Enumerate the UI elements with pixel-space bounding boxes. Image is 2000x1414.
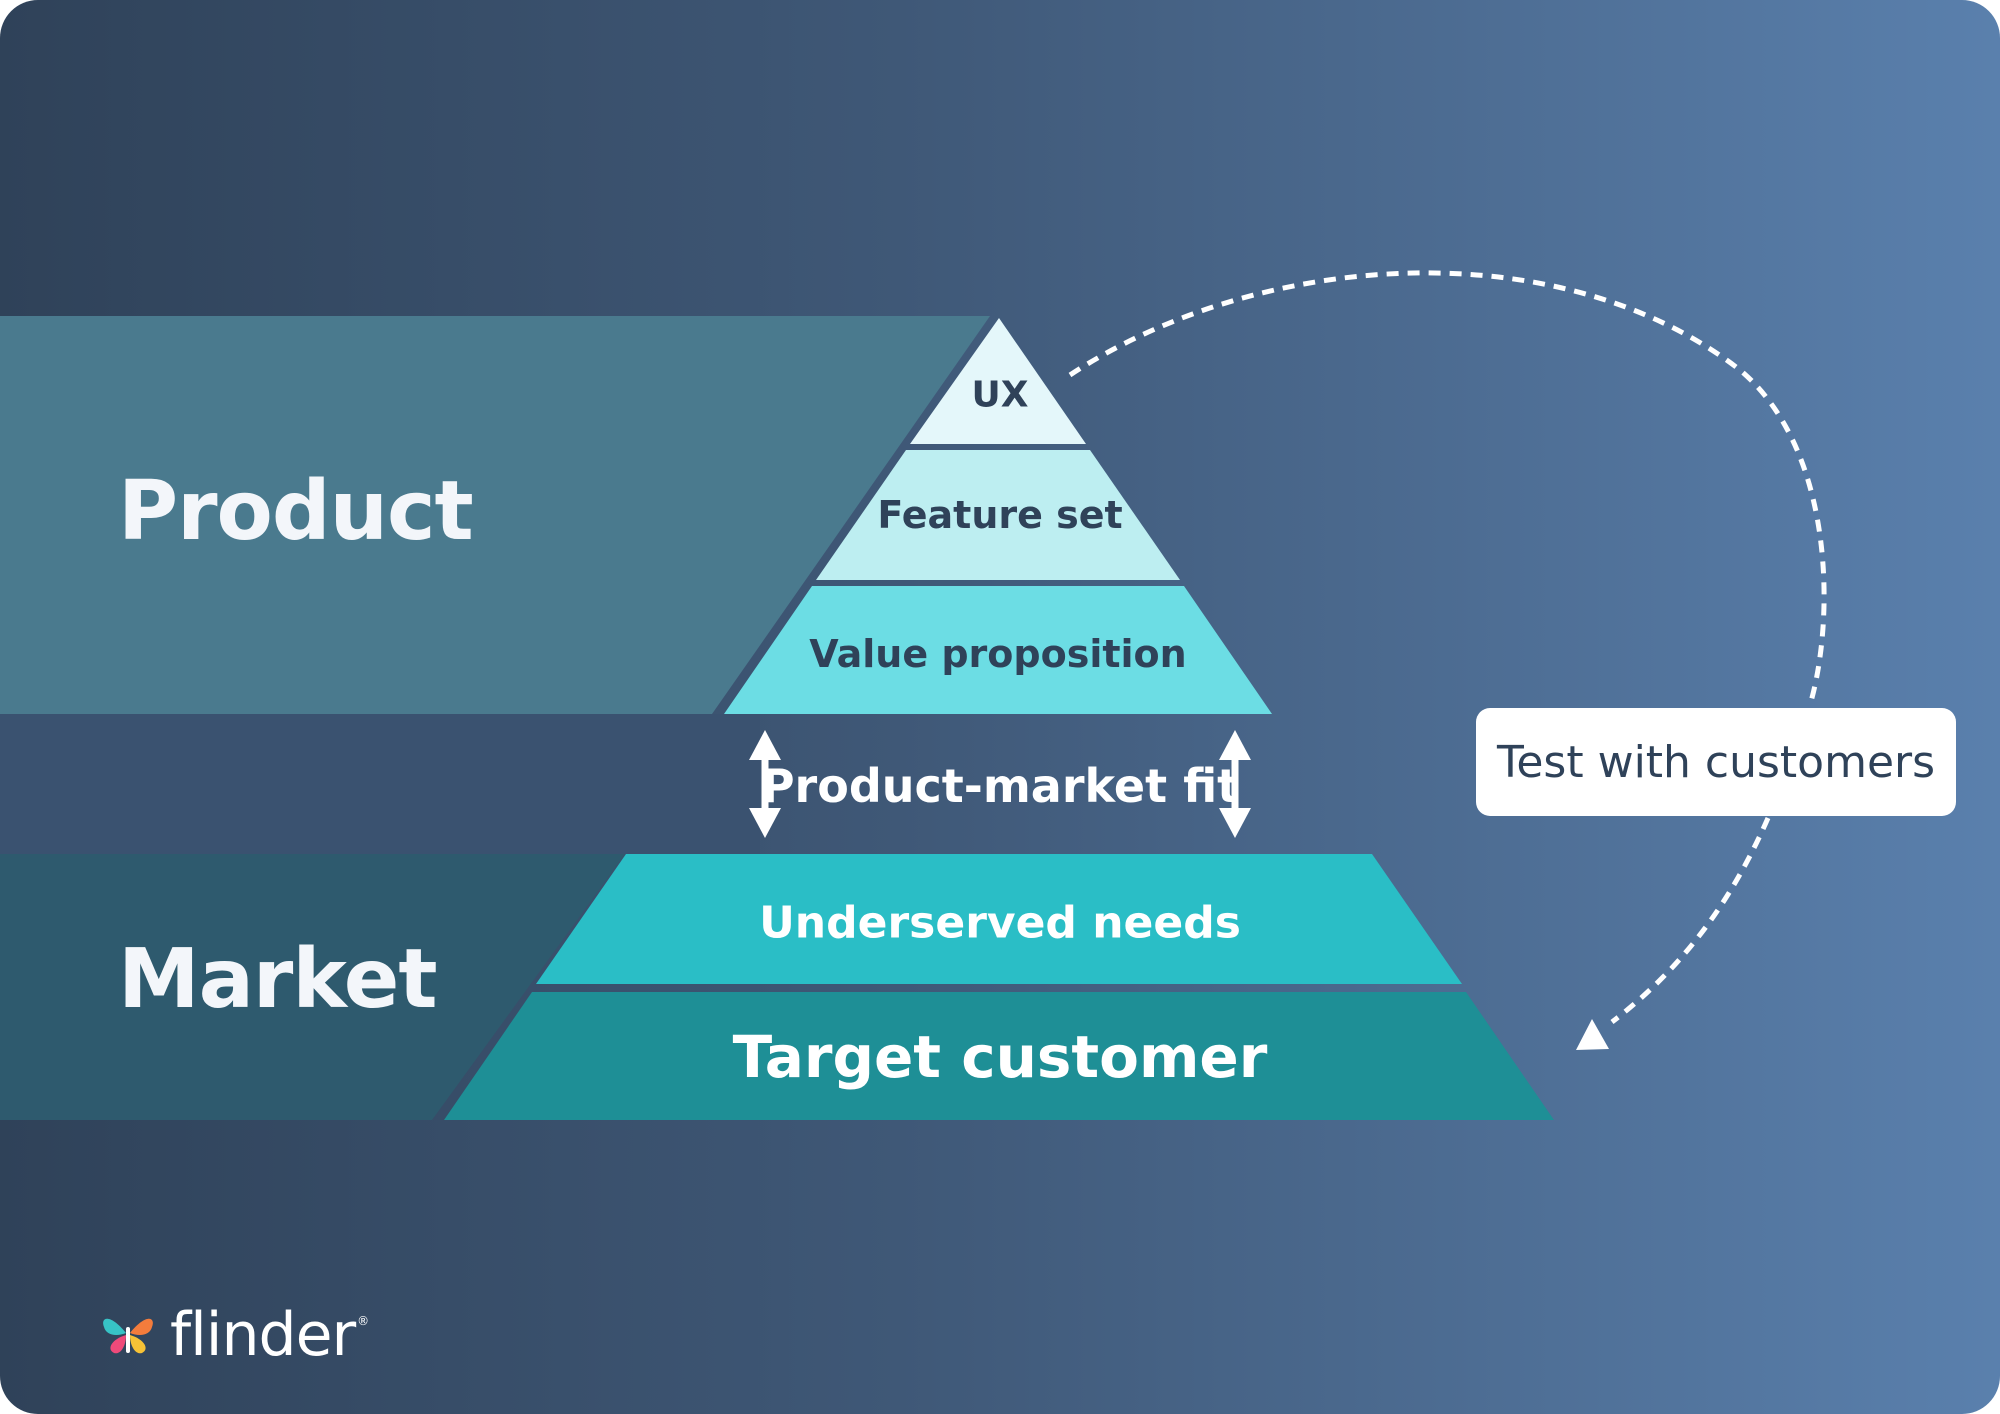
feedback-loop-arrow bbox=[1068, 270, 1827, 706]
pyramid-layer-target-customer bbox=[444, 992, 1554, 1120]
test-with-customers-callout: Test with customers bbox=[1476, 708, 1956, 816]
pyramid-layer-feature-set bbox=[816, 450, 1180, 580]
fit-band bbox=[0, 714, 760, 854]
market-band bbox=[0, 854, 625, 1120]
layer-label-ux: UX bbox=[971, 374, 1029, 416]
pyramid-layer-ux bbox=[910, 318, 1086, 444]
feedback-loop-return bbox=[1610, 816, 1771, 1024]
pyramid-layer-value-proposition bbox=[724, 586, 1272, 714]
market-group-label: Market bbox=[118, 932, 438, 1027]
feedback-arrowhead bbox=[1576, 1019, 1609, 1050]
fit-arrow-right bbox=[1219, 730, 1251, 838]
layer-label-underserved-needs: Underserved needs bbox=[759, 897, 1241, 949]
layer-label-value-proposition: Value proposition bbox=[809, 632, 1187, 676]
fit-arrow-left bbox=[749, 730, 781, 838]
product-group-label: Product bbox=[118, 464, 474, 559]
logo-mark-spacer bbox=[100, 1309, 156, 1361]
flinder-logo-icon bbox=[103, 1318, 153, 1354]
fit-label: Product-market fit bbox=[760, 759, 1240, 813]
registered-mark: ® bbox=[357, 1314, 370, 1328]
callout-label: Test with customers bbox=[1496, 736, 1936, 788]
logo-wordmark: flinder bbox=[170, 1300, 356, 1370]
product-band bbox=[0, 316, 990, 714]
flinder-logo: flinder ® bbox=[100, 1300, 369, 1370]
layer-label-target-customer: Target customer bbox=[732, 1023, 1268, 1091]
layer-label-feature-set: Feature set bbox=[877, 493, 1123, 537]
pyramid-layer-underserved-needs bbox=[536, 854, 1462, 984]
